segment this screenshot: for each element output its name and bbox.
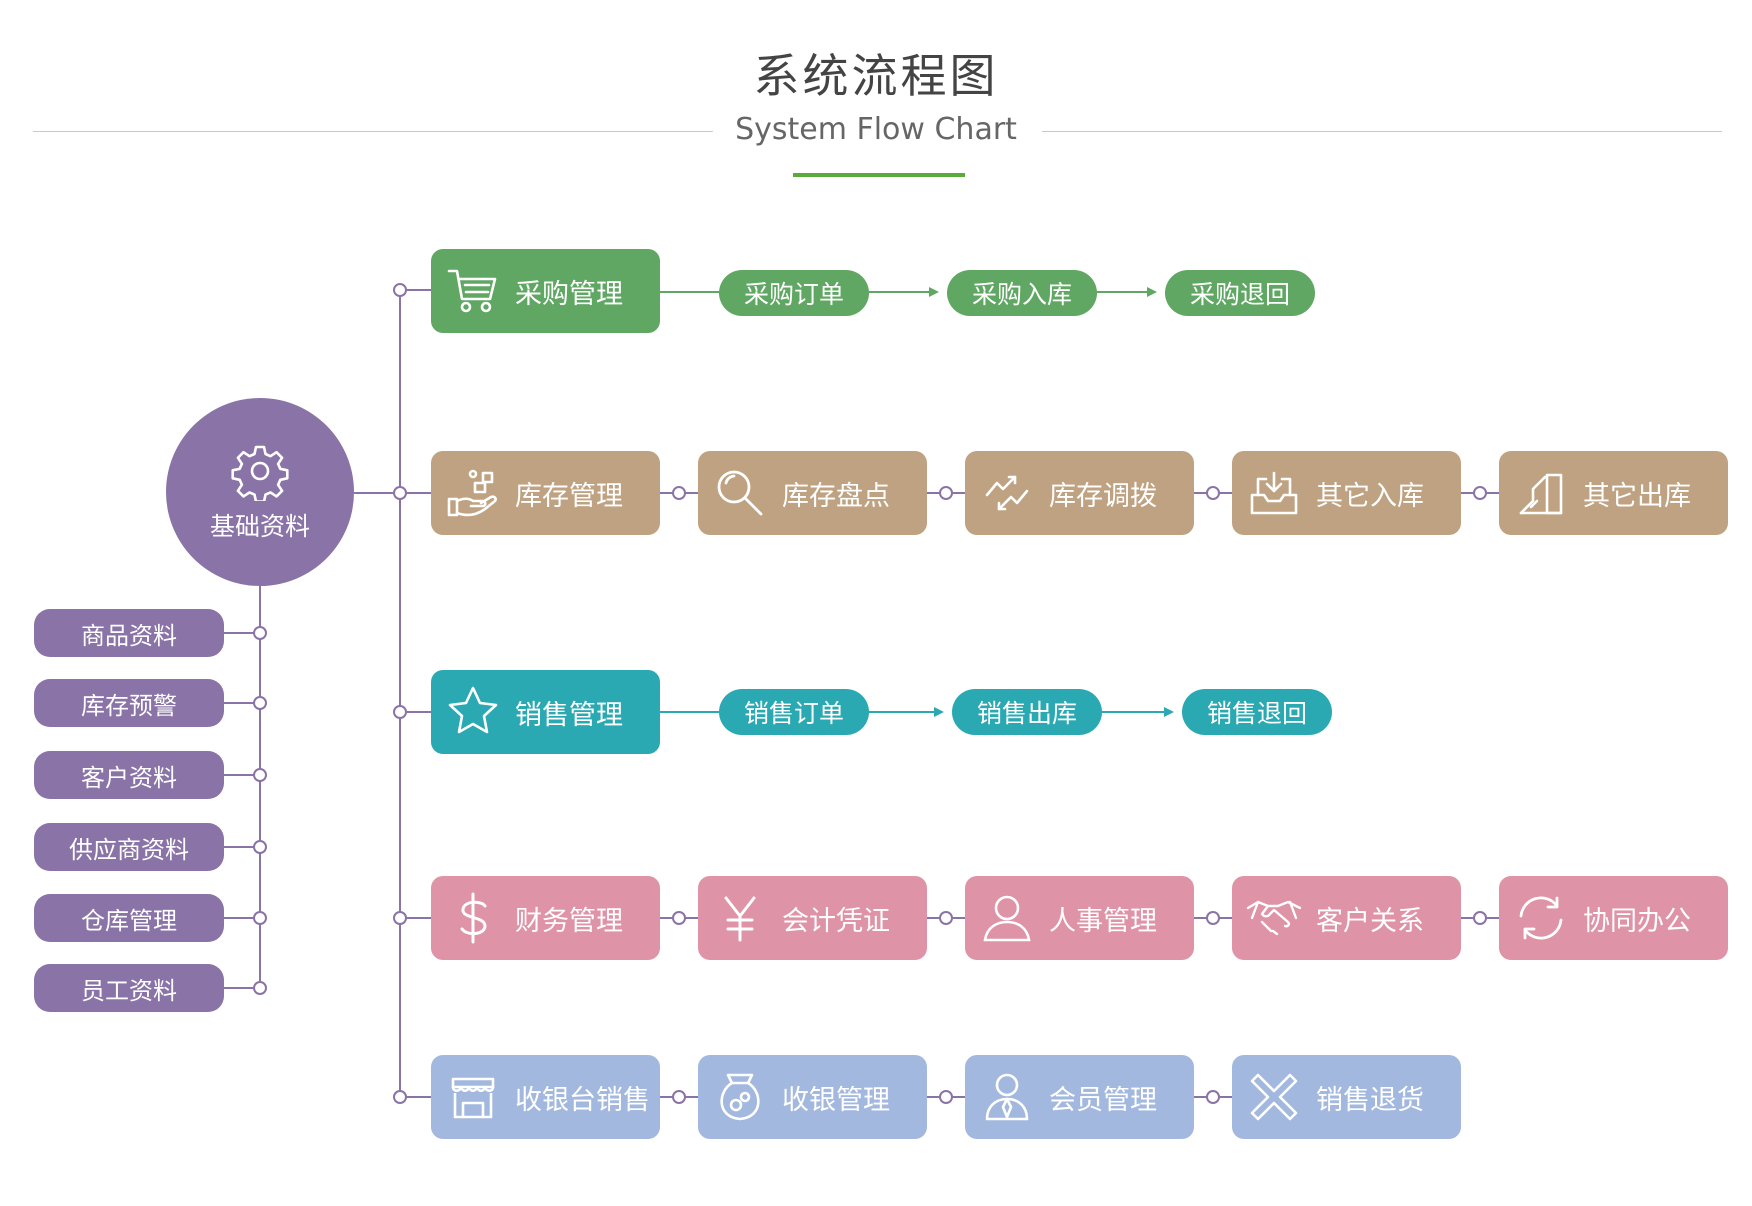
cart-icon <box>445 263 501 319</box>
yen-icon <box>712 890 768 946</box>
member-icon <box>979 1069 1035 1125</box>
cross-icon <box>1246 1069 1302 1125</box>
magnifier-icon <box>712 465 768 521</box>
node-finance-management[interactable]: 财务管理 <box>431 876 660 960</box>
node-label: 财务管理 <box>515 905 623 937</box>
node-connector-joint <box>672 1090 686 1104</box>
base-item-staff[interactable]: 员工资料 <box>34 964 224 1012</box>
node-connector-joint <box>1206 911 1220 925</box>
node-label: 销售退货 <box>1316 1084 1424 1116</box>
inbox-in-icon <box>1246 465 1302 521</box>
base-item-warehouse[interactable]: 仓库管理 <box>34 894 224 942</box>
node-label: 收银管理 <box>782 1084 890 1116</box>
sync-icon <box>1513 890 1569 946</box>
step-sales-order[interactable]: 销售订单 <box>719 689 869 735</box>
node-connector-joint <box>939 911 953 925</box>
step-sales-outbound[interactable]: 销售出库 <box>952 689 1102 735</box>
node-label: 其它出库 <box>1583 480 1691 512</box>
node-stock-count[interactable]: 库存盘点 <box>698 451 927 535</box>
node-label: 人事管理 <box>1049 905 1157 937</box>
base-item-product[interactable]: 商品资料 <box>34 609 224 657</box>
hand-boxes-icon <box>445 465 501 521</box>
gear-icon <box>230 441 290 501</box>
node-sales-management[interactable]: 销售管理 <box>431 670 660 754</box>
step-purchase-order[interactable]: 采购订单 <box>719 270 869 316</box>
node-accounting-voucher[interactable]: 会计凭证 <box>698 876 927 960</box>
node-label: 其它入库 <box>1316 480 1424 512</box>
title-rule-right <box>1042 131 1722 132</box>
step-purchase-inbound[interactable]: 采购入库 <box>947 270 1097 316</box>
dollar-icon <box>445 890 501 946</box>
node-label: 库存盘点 <box>782 480 890 512</box>
base-item-stock-alert[interactable]: 库存预警 <box>34 679 224 727</box>
base-item-customer[interactable]: 客户资料 <box>34 751 224 799</box>
hub-label: 基础资料 <box>209 512 310 541</box>
node-collaborative-office[interactable]: 协同办公 <box>1499 876 1728 960</box>
node-stock-transfer[interactable]: 库存调拨 <box>965 451 1194 535</box>
title-accent-bar <box>793 173 965 177</box>
node-label: 客户关系 <box>1316 905 1424 937</box>
node-label: 库存管理 <box>515 480 623 512</box>
spine-joint <box>393 283 407 297</box>
base-joint <box>253 768 267 782</box>
step-purchase-return[interactable]: 采购退回 <box>1165 270 1315 316</box>
transfer-arrows-icon <box>979 465 1035 521</box>
node-other-inbound[interactable]: 其它入库 <box>1232 451 1461 535</box>
node-cashier-management[interactable]: 收银管理 <box>698 1055 927 1139</box>
node-purchase-management[interactable]: 采购管理 <box>431 249 660 333</box>
node-connector-joint <box>1473 911 1487 925</box>
base-joint <box>253 626 267 640</box>
spine-joint <box>393 486 407 500</box>
node-label: 会员管理 <box>1049 1084 1157 1116</box>
person-icon <box>979 890 1035 946</box>
node-connector-joint <box>1206 486 1220 500</box>
step-sales-return[interactable]: 销售退回 <box>1182 689 1332 735</box>
node-label: 收银台销售 <box>515 1084 650 1116</box>
node-connector-joint <box>939 486 953 500</box>
node-inventory-management[interactable]: 库存管理 <box>431 451 660 535</box>
store-icon <box>445 1069 501 1125</box>
spine-joint <box>393 911 407 925</box>
spine-joint <box>393 705 407 719</box>
title-rule-left <box>33 131 713 132</box>
base-joint <box>253 696 267 710</box>
spine-joint <box>393 1090 407 1104</box>
node-other-outbound[interactable]: 其它出库 <box>1499 451 1728 535</box>
base-joint <box>253 981 267 995</box>
node-connector-joint <box>1206 1090 1220 1104</box>
node-label: 采购管理 <box>515 278 623 310</box>
node-hr-management[interactable]: 人事管理 <box>965 876 1194 960</box>
node-sales-return-goods[interactable]: 销售退货 <box>1232 1055 1461 1139</box>
node-label: 会计凭证 <box>782 905 890 937</box>
node-customer-relations[interactable]: 客户关系 <box>1232 876 1461 960</box>
node-label: 协同办公 <box>1583 905 1691 937</box>
node-label: 库存调拨 <box>1049 480 1157 512</box>
money-bag-icon <box>712 1069 768 1125</box>
node-member-management[interactable]: 会员管理 <box>965 1055 1194 1139</box>
star-icon <box>445 684 501 740</box>
node-connector-joint <box>939 1090 953 1104</box>
node-connector-joint <box>1473 486 1487 500</box>
base-item-supplier[interactable]: 供应商资料 <box>34 823 224 871</box>
node-connector-joint <box>672 911 686 925</box>
page-subtitle: System Flow Chart <box>735 112 1017 147</box>
outbound-icon <box>1513 465 1569 521</box>
handshake-icon <box>1246 890 1302 946</box>
node-connector-joint <box>672 486 686 500</box>
page-title: 系统流程图 <box>753 49 999 103</box>
base-joint <box>253 840 267 854</box>
node-pos-sales[interactable]: 收银台销售 <box>431 1055 660 1139</box>
base-joint <box>253 911 267 925</box>
hub-base-data[interactable]: 基础资料 <box>166 398 354 586</box>
node-label: 销售管理 <box>515 699 623 731</box>
